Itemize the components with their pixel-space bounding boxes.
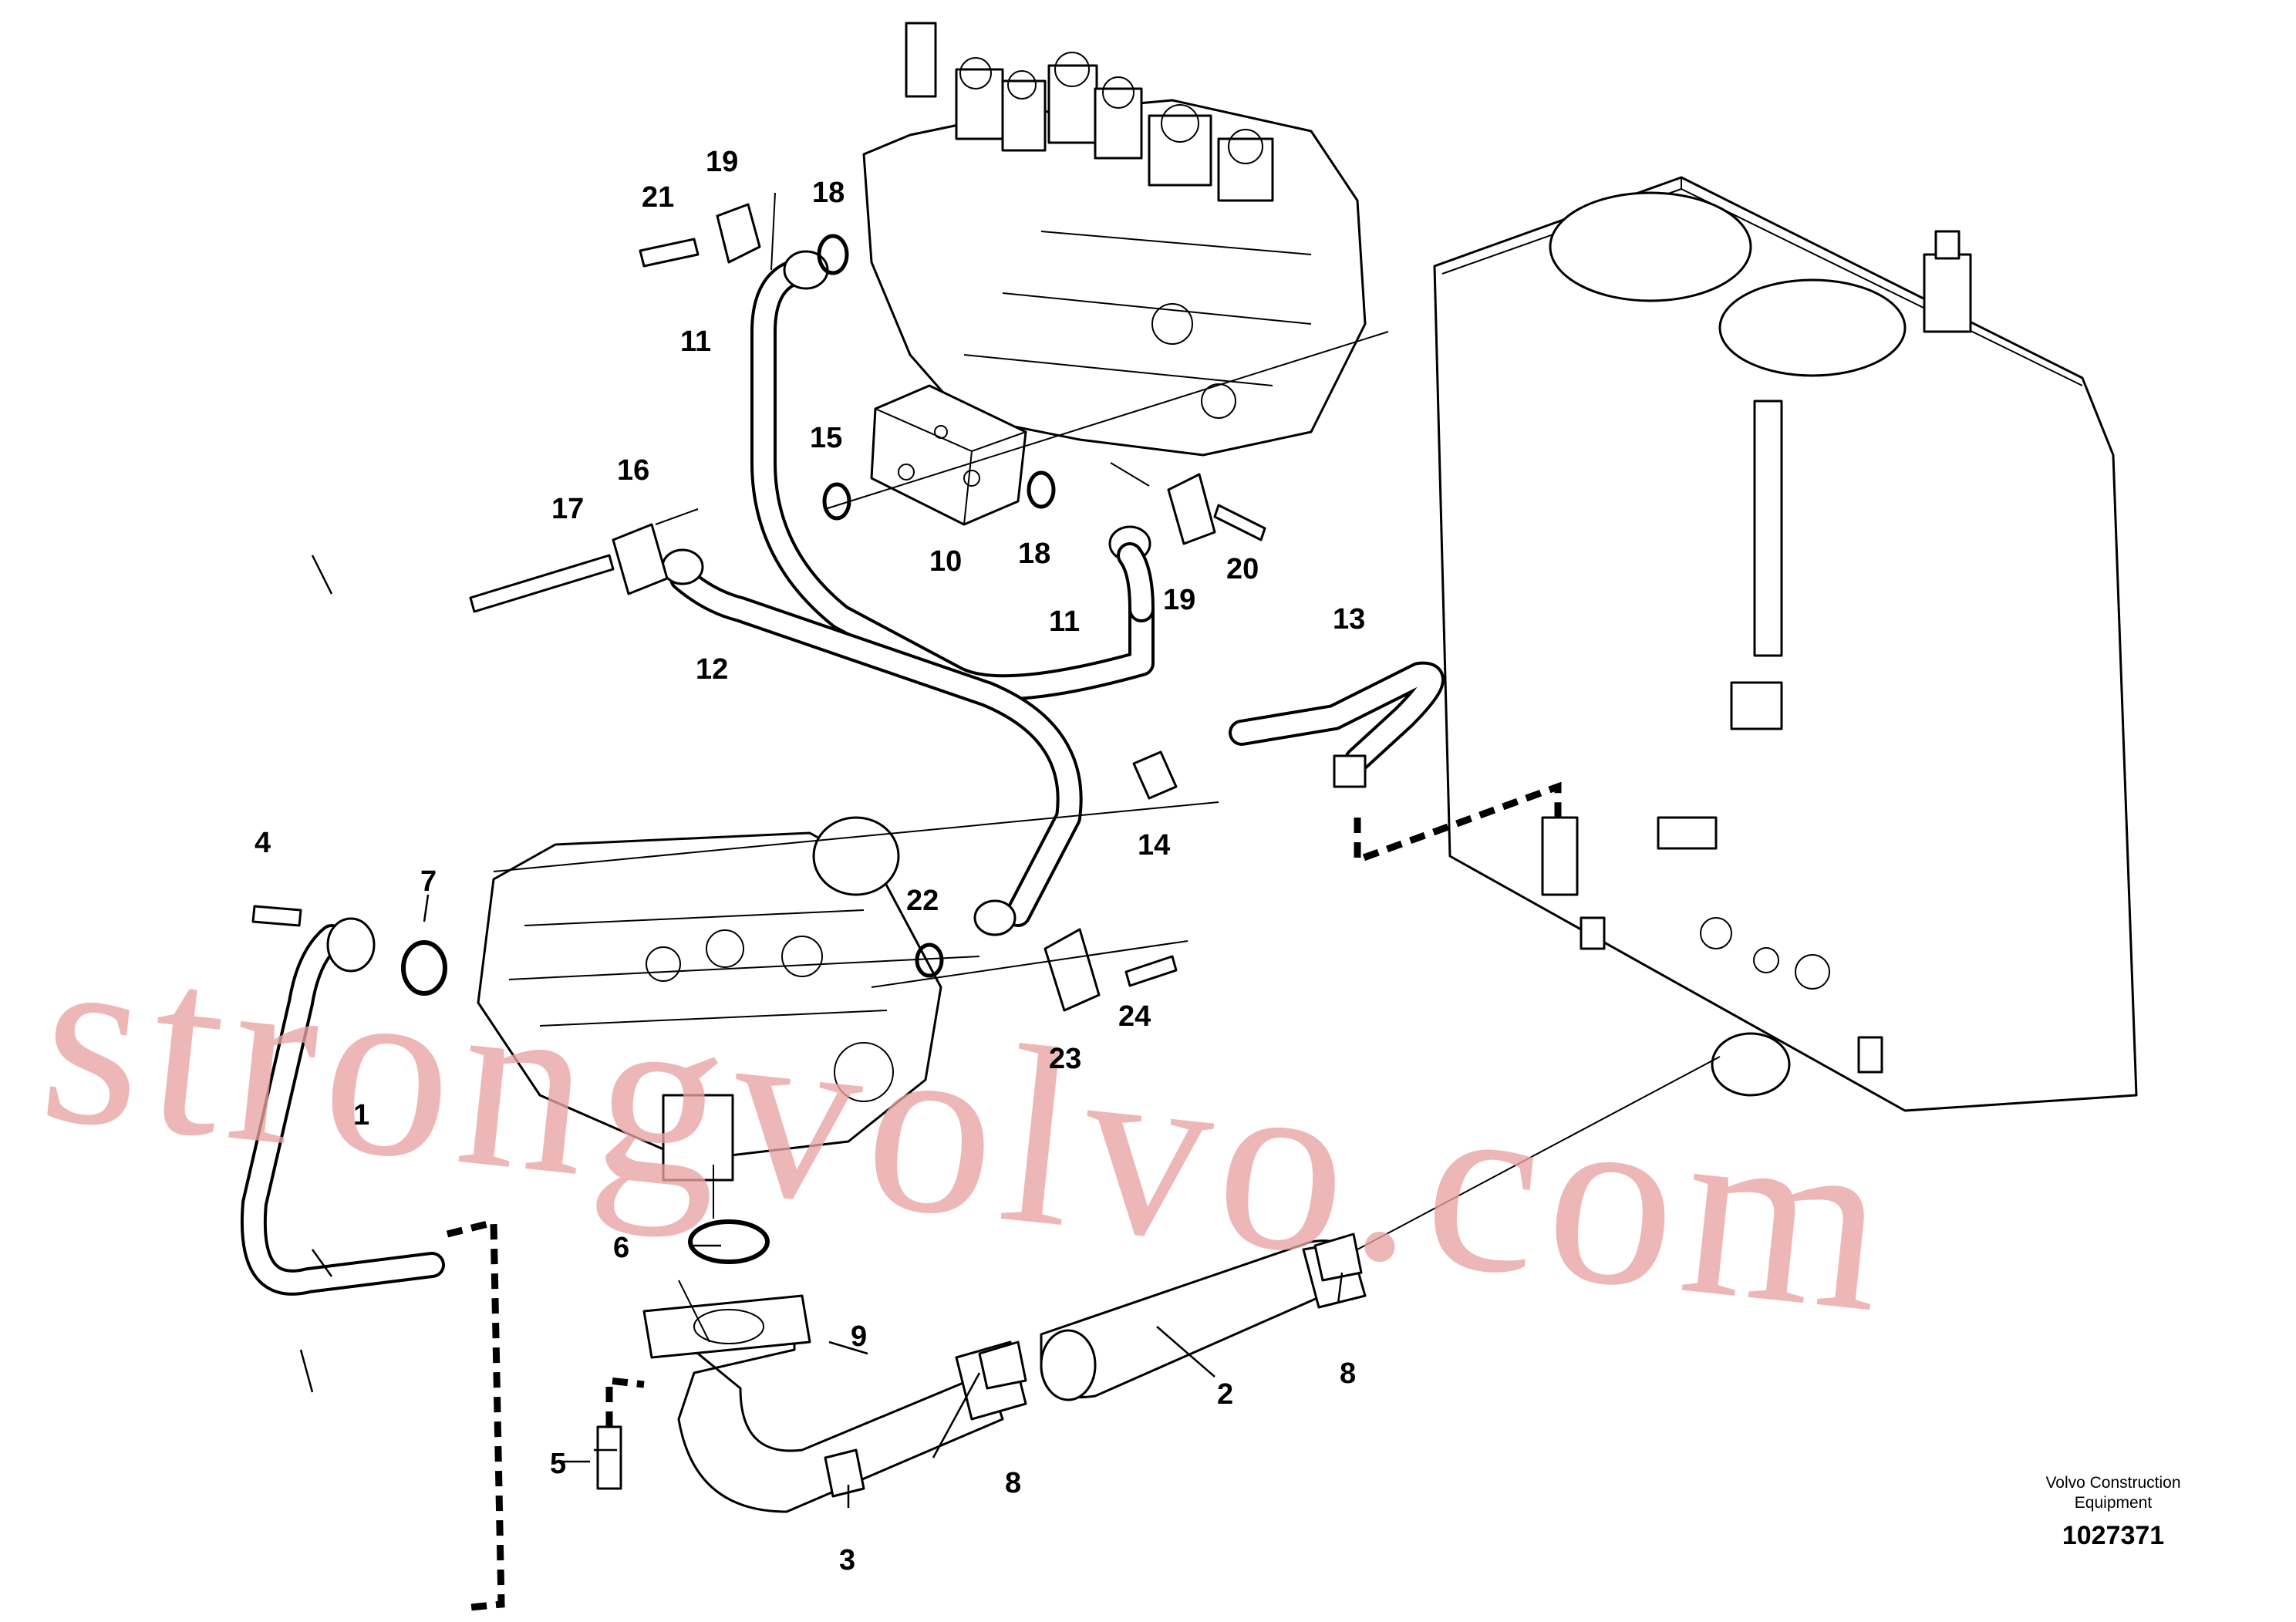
callout-17: 17 (551, 493, 584, 525)
callout-14: 14 (1138, 829, 1170, 862)
callout-18-mid: 18 (1018, 538, 1050, 570)
o-ring-18-top (817, 234, 849, 275)
hose-11-upper (750, 250, 1155, 701)
adapter-14 (1132, 750, 1178, 800)
hose-clamp-8-left (978, 1340, 1027, 1390)
clamp-19-mid (1167, 473, 1266, 545)
hose-13 (1229, 661, 1445, 788)
o-ring-18-mid (1027, 470, 1056, 509)
company-name: Volvo Construction Equipment (2045, 1474, 2181, 1512)
callout-24: 24 (1118, 1000, 1151, 1033)
suction-pipe (642, 1239, 1367, 1513)
connection-block (870, 384, 1027, 526)
hydraulic-tank (1433, 176, 2138, 1112)
callout-23: 23 (1049, 1043, 1081, 1075)
callout-7: 7 (420, 865, 437, 898)
callout-22: 22 (906, 885, 939, 917)
callout-19-top: 19 (706, 146, 738, 178)
callout-18-top: 18 (812, 177, 845, 209)
hose-1 (240, 917, 445, 1296)
dashed-line-flange (605, 1376, 645, 1427)
dashed-line-left (446, 1218, 505, 1612)
o-ring-7 (401, 940, 447, 996)
callout-6: 6 (613, 1232, 629, 1264)
o-ring-22 (915, 943, 944, 978)
callout-3: 3 (839, 1544, 855, 1576)
callout-16: 16 (617, 454, 649, 487)
hose-clamp-8-right (1313, 1233, 1363, 1282)
callout-20: 20 (1226, 553, 1259, 585)
callout-11-upper: 11 (680, 325, 711, 358)
o-ring-15 (822, 482, 851, 521)
hose-clamp-3 (824, 1448, 865, 1498)
callout-12: 12 (696, 653, 728, 686)
control-valve-assembly (862, 22, 1367, 457)
callout-1: 1 (353, 1099, 369, 1131)
callout-13: 13 (1333, 603, 1365, 636)
callout-5: 5 (550, 1448, 566, 1480)
hose-12 (661, 548, 1083, 936)
document-number: 1027371 (2062, 1521, 2165, 1550)
callout-2: 2 (1217, 1378, 1233, 1411)
callout-19-mid: 19 (1163, 584, 1195, 616)
clamp-23 (1043, 928, 1178, 1012)
alignment-lines (493, 192, 1721, 1343)
callout-15: 15 (810, 422, 842, 454)
callout-4: 4 (255, 827, 271, 859)
callout-21: 21 (642, 181, 674, 214)
clamp-19-top (639, 203, 761, 268)
dashed-line-tank (1354, 781, 1562, 865)
watermark: strongvolvo.com (30, 892, 1906, 1367)
screw-4 (251, 905, 302, 927)
o-ring-6 (688, 1219, 770, 1264)
document-info: Volvo Construction Equipment 1027371 (2005, 1473, 2221, 1551)
callout-8-right: 8 (1340, 1357, 1356, 1390)
callout-9: 9 (851, 1320, 867, 1353)
callout-numbers: 1 2 3 4 5 6 7 8 8 9 10 11 11 12 13 14 15… (255, 146, 1365, 1576)
hydraulic-pump (477, 816, 942, 1182)
callout-11-lower: 11 (1049, 605, 1080, 638)
callout-leaders (299, 555, 1344, 1508)
callout-8-left: 8 (1005, 1467, 1021, 1499)
clamp-16 (469, 523, 669, 613)
screw-5 (596, 1425, 622, 1490)
callout-10: 10 (929, 545, 962, 578)
